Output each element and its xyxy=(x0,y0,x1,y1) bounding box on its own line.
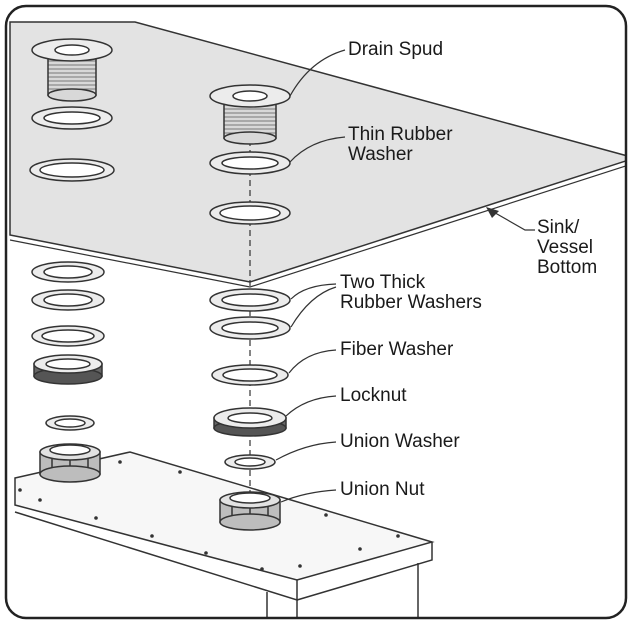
leader-sink-bottom xyxy=(489,209,535,231)
label-fiber-washer: Fiber Washer xyxy=(340,339,454,360)
label-sink-line2: Vessel xyxy=(537,237,593,258)
label-two-thick-line2: Rubber Washers xyxy=(340,292,482,313)
label-locknut: Locknut xyxy=(340,385,407,406)
label-thin-rubber-washer-line1: Thin Rubber xyxy=(348,124,453,145)
label-union-nut: Union Nut xyxy=(340,479,425,500)
label-two-thick-line1: Two Thick xyxy=(340,272,426,293)
leader-thin-washer xyxy=(289,136,346,163)
leader-thick-washer-1 xyxy=(290,283,337,300)
label-thin-rubber-washer-line2: Washer xyxy=(348,144,413,165)
label-sink-line3: Bottom xyxy=(537,257,598,278)
leader-union-washer xyxy=(275,441,337,461)
center-stack xyxy=(209,84,291,531)
leader-locknut xyxy=(285,395,337,417)
leader-lines xyxy=(275,49,535,503)
sink-vessel-sheet xyxy=(9,21,626,283)
left-stack xyxy=(29,38,115,483)
frame-border xyxy=(4,4,628,620)
label-drain-spud: Drain Spud xyxy=(348,39,444,60)
leader-fiber-washer xyxy=(288,349,337,374)
label-sink-line1: Sink/ xyxy=(537,217,580,238)
leader-thick-washer-2 xyxy=(290,286,337,328)
label-union-washer: Union Washer xyxy=(340,431,460,452)
leader-drain-spud xyxy=(289,49,346,97)
leader-union-nut xyxy=(280,489,337,503)
